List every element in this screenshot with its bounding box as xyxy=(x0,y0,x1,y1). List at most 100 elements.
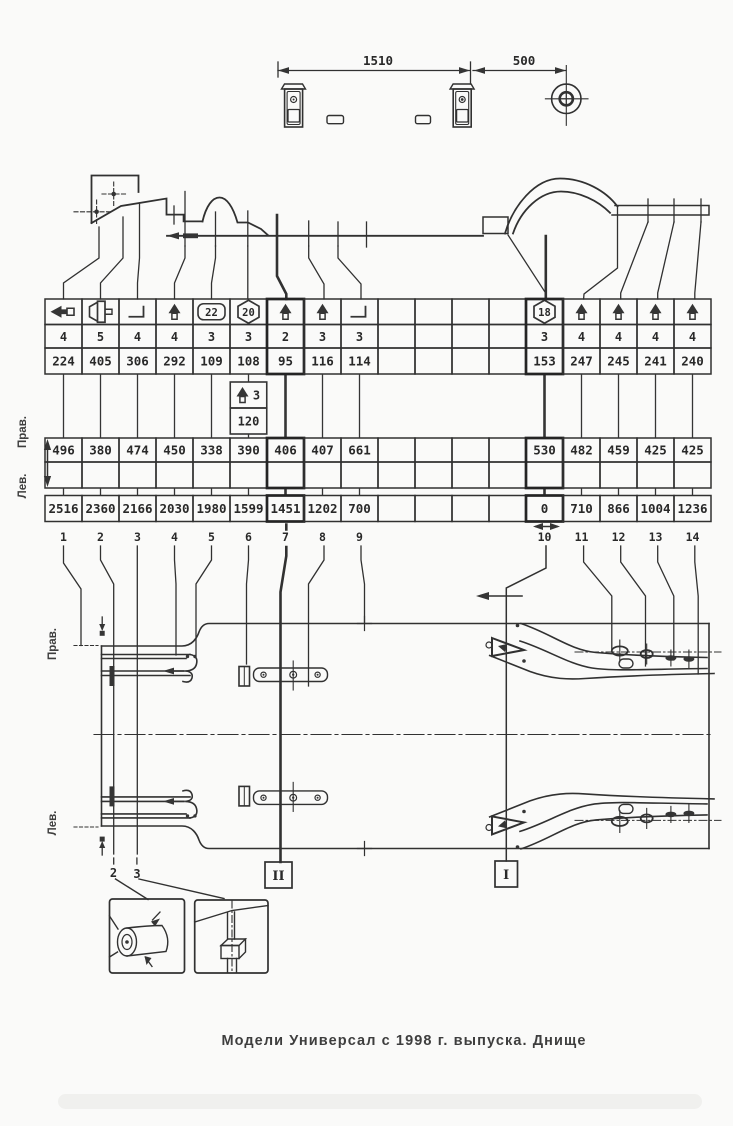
table-cell-value: 4 xyxy=(615,330,622,344)
side-profile-drawing xyxy=(62,174,710,301)
point-number: 10 xyxy=(538,530,552,544)
table-cell xyxy=(562,461,601,489)
arrow-up-icon xyxy=(279,303,292,320)
table-cell xyxy=(451,298,490,326)
table-cell xyxy=(414,461,453,489)
table-cell-value: 95 xyxy=(278,354,293,369)
table-cell-value: 241 xyxy=(644,354,667,369)
table-cell-value: 4 xyxy=(134,330,141,344)
table-cell-value: 2360 xyxy=(85,501,115,516)
arrow-up-icon xyxy=(612,303,625,320)
table-cell-value: 2030 xyxy=(159,501,189,516)
point-number: 12 xyxy=(612,530,626,544)
table-cell-value: 4 xyxy=(171,330,178,344)
table-cell-value: 2516 xyxy=(48,501,78,516)
front-rail-right xyxy=(100,653,198,686)
table-cell xyxy=(488,347,527,375)
section-I-box xyxy=(494,860,519,888)
point-number: 9 xyxy=(356,530,363,544)
rear-arch-right xyxy=(485,622,722,680)
zero-point-double-arrow-icon xyxy=(533,523,560,530)
arrow-up-icon xyxy=(686,303,699,320)
center-mount-left xyxy=(238,781,329,812)
symbol-value: 20 xyxy=(242,307,255,319)
table-cell xyxy=(488,298,527,326)
inset-count: 3 xyxy=(253,389,260,403)
table-cell-value: 109 xyxy=(200,354,223,369)
table-cell-value: 245 xyxy=(607,354,630,369)
table-cell-value: 116 xyxy=(311,354,334,369)
table-cell-value: 496 xyxy=(52,443,75,458)
point-number: 5 xyxy=(208,530,215,544)
table-cell-value: 108 xyxy=(237,354,260,369)
table-cell-value: 406 xyxy=(274,443,297,458)
table-cell xyxy=(451,494,490,523)
dim-1510-label: 1510 xyxy=(363,53,393,68)
table-cell-value: 153 xyxy=(533,354,556,369)
table-cell-value: 866 xyxy=(607,501,630,516)
table-cell xyxy=(599,461,638,489)
section-I-label: I xyxy=(503,868,509,883)
table-cell-value: 3 xyxy=(208,330,215,344)
table-cell-value: 4 xyxy=(60,330,67,344)
table-cell-value: 661 xyxy=(348,443,371,458)
table-cell-value: 1236 xyxy=(677,501,707,516)
table-cell-value: 1599 xyxy=(233,501,263,516)
point-number: 7 xyxy=(282,530,289,544)
arrow-left-icon xyxy=(50,305,75,318)
table-cell-value: 1451 xyxy=(270,501,300,516)
table-cell xyxy=(488,494,527,523)
table-cell xyxy=(377,461,416,489)
point-leader-lines xyxy=(62,545,699,865)
table-cell xyxy=(229,461,268,489)
detail-box-2 xyxy=(108,898,186,974)
table-cell xyxy=(525,461,564,489)
table-side-label-left: Лев. xyxy=(17,474,29,499)
plug-icon xyxy=(88,300,113,324)
table-cell xyxy=(192,461,231,489)
roof-latch-right-icon xyxy=(448,83,476,128)
arrow-up-icon xyxy=(575,303,588,320)
table-cell-value: 380 xyxy=(89,443,112,458)
point-number: 11 xyxy=(575,530,589,544)
point-number: 2 xyxy=(97,530,104,544)
table-cell-value: 2166 xyxy=(122,501,152,516)
table-cell xyxy=(414,437,453,463)
table-cell xyxy=(340,461,379,489)
table-cell-value: 407 xyxy=(311,443,334,458)
point-number: 6 xyxy=(245,530,252,544)
table-cell-value: 459 xyxy=(607,443,630,458)
table-cell-value: 4 xyxy=(652,330,659,344)
oval-icon xyxy=(197,302,226,321)
table-cell-value: 474 xyxy=(126,443,149,458)
table-cell xyxy=(377,298,416,326)
table-cell xyxy=(377,437,416,463)
table-cell-value: 292 xyxy=(163,354,186,369)
table-cell-value: 4 xyxy=(578,330,585,344)
arrow-up-icon xyxy=(236,387,249,404)
table-cell-value: 3 xyxy=(245,330,252,344)
table-cell xyxy=(377,347,416,375)
table-cell-value: 1202 xyxy=(307,501,337,516)
table-cell-value: 3 xyxy=(319,330,326,344)
section-line-II xyxy=(279,523,288,864)
table-cell-value: 306 xyxy=(126,354,149,369)
hex-icon xyxy=(237,299,260,325)
table-cell-value: 0 xyxy=(541,501,549,516)
detail-3-label: 3 xyxy=(133,867,140,881)
table-cell-value: 3 xyxy=(356,330,363,344)
plan-side-label-left: Лев. xyxy=(47,811,59,836)
table-cell xyxy=(673,461,712,489)
arrow-up-icon xyxy=(316,303,329,320)
table-cell xyxy=(488,323,527,349)
table-cell xyxy=(488,437,527,463)
table-cell-value: 425 xyxy=(681,443,704,458)
dim-500-label: 500 xyxy=(513,53,536,68)
table-cell xyxy=(414,347,453,375)
point-number: 1 xyxy=(60,530,67,544)
table-cell-value: 425 xyxy=(644,443,667,458)
detail-bracket-icon xyxy=(193,900,269,973)
profile-datum-cross-icon xyxy=(73,181,127,225)
table-cell-value: 338 xyxy=(200,443,223,458)
table-cell xyxy=(118,461,157,489)
